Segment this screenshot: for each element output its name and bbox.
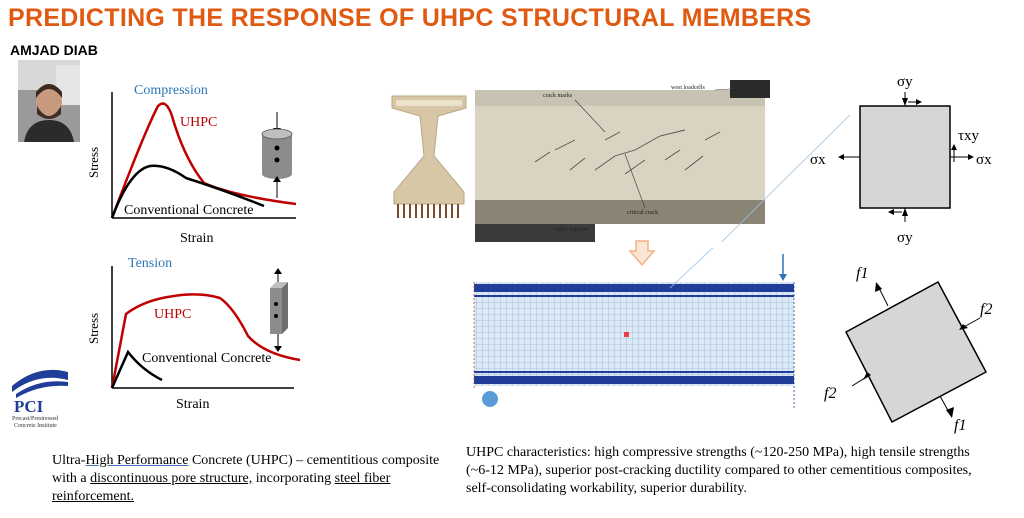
label-critical-crack: critical crack	[627, 210, 658, 216]
compression-title: Compression	[134, 83, 208, 98]
f1-top-label: f1	[856, 265, 868, 282]
cylinder-specimen-icon	[261, 112, 293, 198]
sigma-y-top-label: σy	[897, 74, 913, 90]
uhpc-characteristics-text: UHPC characteristics: high compressive s…	[466, 445, 972, 496]
pci-logo-line2: Concrete Institute	[14, 423, 57, 429]
tension-chart: Tension Stress UHPC Conventional Concret…	[86, 256, 301, 412]
pci-logo-line1: Precast/Prestressed	[12, 416, 58, 422]
author-photo	[18, 60, 80, 142]
tension-uhpc-label: UHPC	[154, 307, 191, 322]
f1-bottom-label: f1	[954, 417, 966, 434]
desc-left-p3: Concrete (UHPC) – cementitious composite…	[52, 453, 440, 486]
desc-left-p1: Ultra-	[52, 453, 86, 468]
flow-down-arrow-icon	[628, 240, 656, 266]
stress-element-square	[859, 105, 951, 209]
compression-xlabel: Strain	[180, 231, 213, 246]
uhpc-definition-text: Ultra-High Performance Concrete (UHPC) –…	[52, 452, 452, 506]
author-name: AMJAD DIAB	[10, 42, 98, 58]
principal-element-square	[844, 280, 988, 424]
tension-conventional-label: Conventional Concrete	[142, 351, 271, 366]
f2-right-label: f2	[980, 301, 992, 318]
pci-logo: PCI Precast/Prestressed Concrete Institu…	[12, 369, 68, 429]
sigma-y-bottom-label: σy	[897, 230, 913, 246]
page-title: PREDICTING THE RESPONSE OF UHPC STRUCTUR…	[8, 4, 812, 32]
compression-chart: Compression Stress UHPC Conventional Con…	[86, 83, 297, 246]
desc-left-p5: incorporating	[252, 471, 335, 486]
label-west-loadcells: west loadcells	[671, 85, 705, 91]
compression-ylabel: Stress	[86, 147, 101, 178]
label-roller-support: roller support	[555, 227, 588, 233]
sigma-x-right-label: σx	[976, 152, 992, 168]
label-crack-marks: crack marks	[543, 93, 573, 99]
tension-xlabel: Strain	[176, 397, 209, 412]
desc-left-p6: steel fiber reinforcement.	[52, 471, 391, 504]
compression-uhpc-label: UHPC	[180, 115, 217, 130]
compression-conventional-curve	[110, 164, 265, 219]
tension-ylabel: Stress	[86, 313, 101, 344]
f2-left-label: f2	[824, 385, 836, 402]
desc-left-p2: High Performance	[85, 453, 189, 468]
stress-element-diagram: σy σy σx σx τxy	[810, 74, 992, 246]
sigma-x-left-label: σx	[810, 152, 826, 168]
tension-title: Tension	[128, 256, 172, 271]
tau-xy-label: τxy	[958, 128, 980, 144]
fe-mesh-model	[473, 248, 795, 408]
prism-specimen-icon	[270, 268, 288, 352]
tension-conventional-curve	[110, 349, 163, 389]
desc-left-p4: discontinuous pore structure,	[90, 471, 253, 486]
beam-test-photo: crack marks west loadcells critical crac…	[475, 80, 850, 242]
compression-conventional-label: Conventional Concrete	[124, 203, 253, 218]
ibeam-section-photo	[391, 95, 467, 218]
pci-logo-abbr: PCI	[14, 397, 44, 416]
tension-uhpc-curve	[110, 293, 301, 389]
principal-stress-diagram: f1 f2 f2 f1	[824, 265, 992, 434]
connector-line	[720, 114, 850, 242]
